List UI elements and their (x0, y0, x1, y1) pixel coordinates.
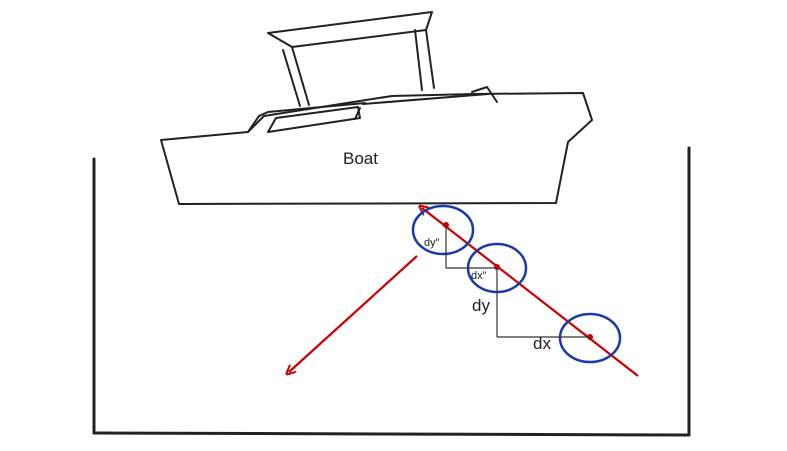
displacement-guides (445, 225, 590, 338)
dy-small-label: dy" (424, 237, 440, 249)
dx-small-label: dx" (471, 270, 487, 282)
boat-label: Boat (343, 149, 378, 168)
bubble-3 (558, 312, 622, 364)
boat-sketch (160, 11, 593, 205)
tank-outline (92, 146, 691, 437)
bubble-1 (411, 204, 475, 256)
dy-label: dy (472, 296, 490, 315)
dx-label: dx (533, 334, 551, 353)
trajectory-arrow (422, 208, 639, 377)
down-left-arrow (289, 255, 418, 372)
